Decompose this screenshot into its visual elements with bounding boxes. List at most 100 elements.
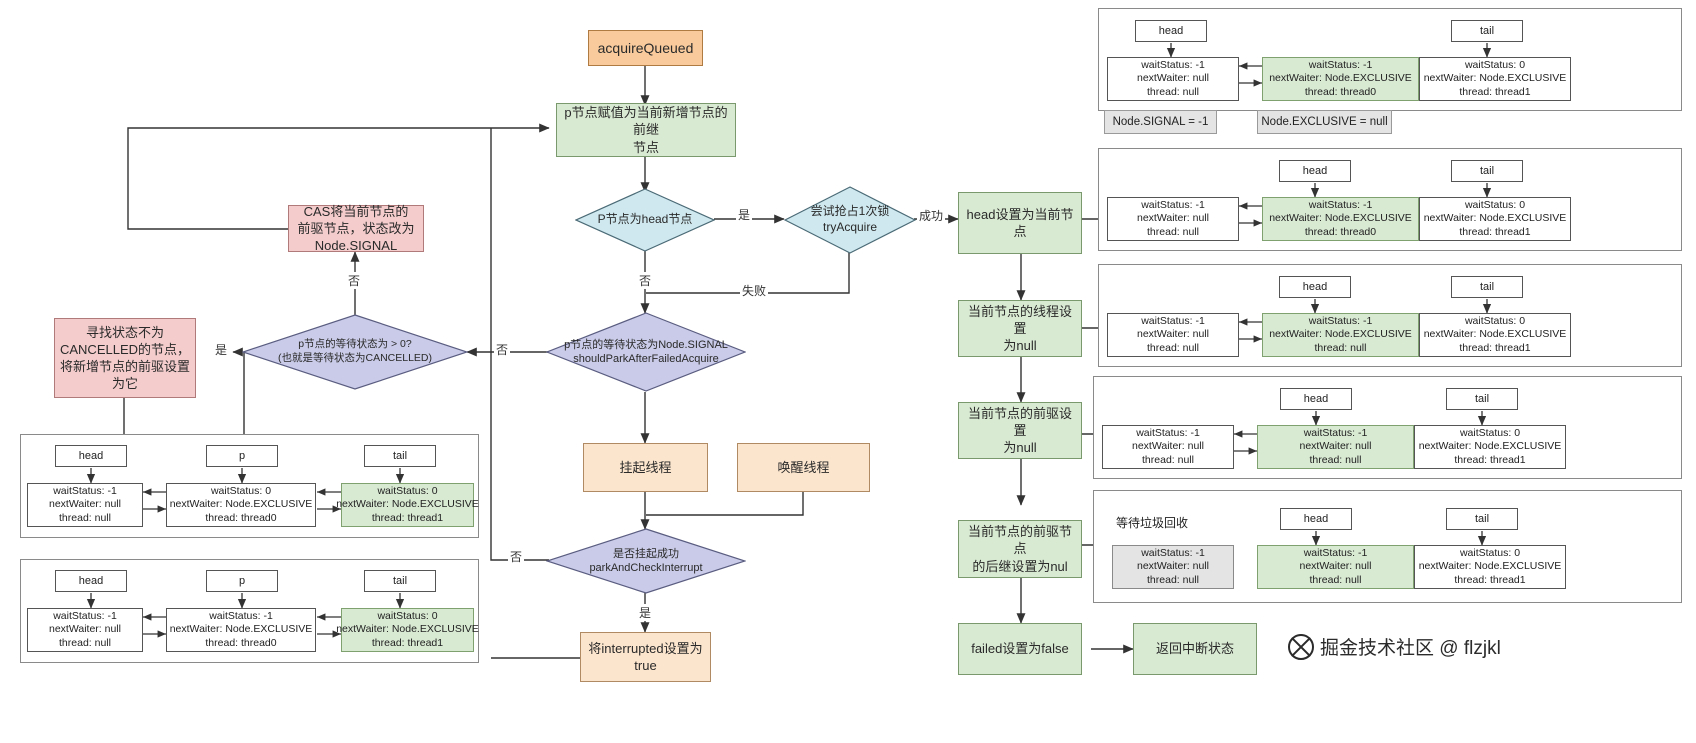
node-nextwaiter: nextWaiter: Node.EXCLUSIVE — [336, 498, 479, 511]
node-waitstatus: waitStatus: 0 — [210, 484, 272, 497]
node-thread: thread: thread0 — [205, 511, 277, 524]
pointer-p: p — [206, 445, 278, 467]
decision-park-and-check-interrupt[interactable]: 是否挂起成功 parkAndCheckInterrupt — [546, 528, 746, 594]
pointer-tail: tail — [1451, 160, 1523, 182]
watermark-text: 掘金技术社区 @ flzjkl — [1320, 638, 1501, 659]
node-waitstatus: waitStatus: 0 — [377, 609, 438, 622]
pointer-head: head — [1280, 508, 1352, 530]
panel-connectors — [86, 468, 405, 513]
node-waitstatus: waitStatus: -1 — [53, 609, 117, 622]
node-thread: thread: null — [1147, 85, 1199, 98]
aqs-node: waitStatus: -1 nextWaiter: Node.EXCLUSIV… — [166, 608, 316, 652]
node-thread: thread: thread0 — [205, 636, 277, 649]
node-waitstatus: waitStatus: -1 — [1141, 198, 1205, 211]
node-thread: thread: null — [1147, 225, 1199, 238]
node-nextwaiter: nextWaiter: null — [49, 623, 121, 636]
diamond-shape — [575, 188, 715, 252]
node-waitstatus: waitStatus: -1 — [1303, 426, 1368, 439]
node-nextwaiter: nextWaiter: Node.EXCLUSIVE — [169, 498, 313, 511]
flow-set-interrupted-true[interactable]: 将interrupted设置为 true — [580, 632, 711, 682]
decision-try-acquire[interactable]: 尝试抢占1次锁 tryAcquire — [784, 186, 916, 254]
pointer-head: head — [1279, 160, 1351, 182]
edge-label-success: 成功 — [917, 207, 946, 224]
pointer-head: head — [1280, 388, 1352, 410]
edge-label-yes-cancelled: 是 — [213, 341, 230, 358]
flow-current-node-prev-null[interactable]: 当前节点的前驱设置 为null — [958, 402, 1082, 459]
pointer-head: head — [55, 445, 127, 467]
flow-failed-set-false[interactable]: failed设置为false — [958, 623, 1082, 675]
aqs-node: waitStatus: 0 nextWaiter: Node.EXCLUSIVE… — [1419, 197, 1571, 241]
flow-start-acquire-queued[interactable]: acquireQueued — [588, 30, 703, 66]
node-waitstatus: waitStatus: 0 — [1459, 546, 1521, 559]
node-thread: thread: null — [1309, 453, 1362, 466]
decision-should-park-after-failed-acquire[interactable]: p节点的等待状态为Node.SIGNAL shouldParkAfterFail… — [546, 312, 746, 392]
pointer-tail: tail — [1446, 508, 1518, 530]
node-nextwaiter: nextWaiter: null — [1299, 440, 1372, 453]
node-thread: thread: thread1 — [371, 511, 444, 524]
flow-current-node-thread-null[interactable]: 当前节点的线程设置 为null — [958, 300, 1082, 357]
aqs-node: waitStatus: -1 nextWaiter: null thread: … — [27, 608, 143, 652]
node-thread: thread: thread0 — [1304, 225, 1377, 238]
node-nextwaiter: nextWaiter: null — [49, 498, 121, 511]
aqs-node: waitStatus: 0 nextWaiter: Node.EXCLUSIVE… — [1414, 545, 1566, 589]
decision-p-is-head[interactable]: P节点为head节点 — [575, 188, 715, 252]
node-nextwaiter: nextWaiter: Node.EXCLUSIVE — [1423, 72, 1567, 85]
node-structure-panel-right-5: 等待垃圾回收 head tail waitStatus: -1 nextWait… — [1093, 490, 1682, 603]
flow-head-set-current-node[interactable]: head设置为当前节 点 — [958, 192, 1082, 254]
legend-node-signal: Node.SIGNAL = -1 — [1104, 110, 1217, 134]
flow-find-not-cancelled-node[interactable]: 寻找状态不为 CANCELLED的节点， 将新增节点的前驱设置 为它 — [54, 318, 196, 398]
node-nextwaiter: nextWaiter: null — [1137, 72, 1209, 85]
node-thread: thread: thread1 — [1459, 85, 1531, 98]
edge-label-no-parkcheck: 否 — [508, 548, 525, 565]
node-nextwaiter: nextWaiter: Node.EXCLUSIVE — [169, 623, 313, 636]
edge-label-yes-parkcheck: 是 — [637, 604, 654, 621]
aqs-node: waitStatus: -1 nextWaiter: null thread: … — [1102, 425, 1234, 469]
pointer-head: head — [1135, 20, 1207, 42]
node-nextwaiter: nextWaiter: null — [1299, 560, 1372, 573]
diamond-shape — [546, 312, 746, 392]
legend-node-exclusive: Node.EXCLUSIVE = null — [1257, 110, 1392, 134]
flow-wake-thread[interactable]: 唤醒线程 — [737, 443, 870, 492]
aqs-node: waitStatus: -1 nextWaiter: null thread: … — [1107, 57, 1239, 101]
node-thread: thread: thread1 — [1454, 453, 1526, 466]
node-thread: thread: null — [59, 636, 111, 649]
node-structure-panel-right-4: head tail waitStatus: -1 nextWaiter: nul… — [1093, 376, 1682, 479]
edge-label-no-head: 否 — [637, 272, 654, 289]
node-nextwaiter: nextWaiter: Node.EXCLUSIVE — [1418, 560, 1562, 573]
node-thread: thread: null — [1147, 573, 1199, 586]
node-waitstatus: waitStatus: 0 — [1464, 314, 1526, 327]
aqs-node: waitStatus: 0 nextWaiter: Node.EXCLUSIVE… — [336, 483, 479, 527]
edge-label-no-cancelled: 否 — [346, 272, 363, 289]
node-nextwaiter: nextWaiter: null — [1137, 212, 1209, 225]
node-thread: thread: thread1 — [371, 636, 444, 649]
edge-label-fail: 失败 — [740, 282, 769, 299]
node-nextwaiter: nextWaiter: null — [1137, 328, 1209, 341]
node-structure-panel-right-1: head tail waitStatus: -1 nextWaiter: nul… — [1098, 8, 1682, 111]
node-waitstatus: waitStatus: -1 — [1141, 58, 1205, 71]
node-waitstatus: waitStatus: -1 — [1141, 546, 1205, 559]
node-waitstatus: waitStatus: 0 — [1464, 198, 1526, 211]
node-waitstatus: waitStatus: 0 — [377, 484, 438, 497]
node-structure-panel-left-2: head p tail waitStatus: -1 nextWaiter: n… — [20, 559, 479, 663]
aqs-node: waitStatus: -1 nextWaiter: Node.EXCLUSIV… — [1262, 197, 1419, 241]
node-nextwaiter: nextWaiter: Node.EXCLUSIVE — [1418, 440, 1562, 453]
aqs-node: waitStatus: -1 nextWaiter: null thread: … — [1112, 545, 1234, 589]
node-thread: thread: thread1 — [1459, 225, 1531, 238]
aqs-node: waitStatus: 0 nextWaiter: Node.EXCLUSIVE… — [1414, 425, 1566, 469]
decision-waitstatus-greater-than-zero[interactable]: p节点的等待状态为 > 0? (也就是等待状态为CANCELLED) — [242, 314, 468, 390]
aqs-node: waitStatus: -1 nextWaiter: null thread: … — [1257, 545, 1414, 589]
flow-prev-node-next-null[interactable]: 当前节点的前驱节点 的后继设置为nul — [958, 520, 1082, 578]
decision-label: p节点的等待状态为 > 0? (也就是等待状态为CANCELLED) — [277, 338, 432, 364]
node-nextwaiter: nextWaiter: Node.EXCLUSIVE — [1269, 72, 1412, 85]
flow-return-interrupt-status[interactable]: 返回中断状态 — [1133, 623, 1257, 675]
node-waitstatus: waitStatus: 0 — [1464, 58, 1526, 71]
node-nextwaiter: nextWaiter: Node.EXCLUSIVE — [1423, 212, 1567, 225]
decision-label: 是否挂起成功 parkAndCheckInterrupt — [589, 547, 703, 574]
pointer-tail: tail — [364, 445, 436, 467]
flow-assign-p-node[interactable]: p节点赋值为当前新增节点的前继 节点 — [556, 103, 736, 157]
flow-park-thread[interactable]: 挂起线程 — [583, 443, 708, 492]
flow-cas-set-signal[interactable]: CAS将当前节点的 前驱节点，状态改为 Node.SIGNAL — [288, 204, 424, 253]
panel-connectors — [86, 593, 405, 638]
node-waitstatus: waitStatus: -1 — [1308, 314, 1373, 327]
node-waitstatus: waitStatus: -1 — [53, 484, 117, 497]
